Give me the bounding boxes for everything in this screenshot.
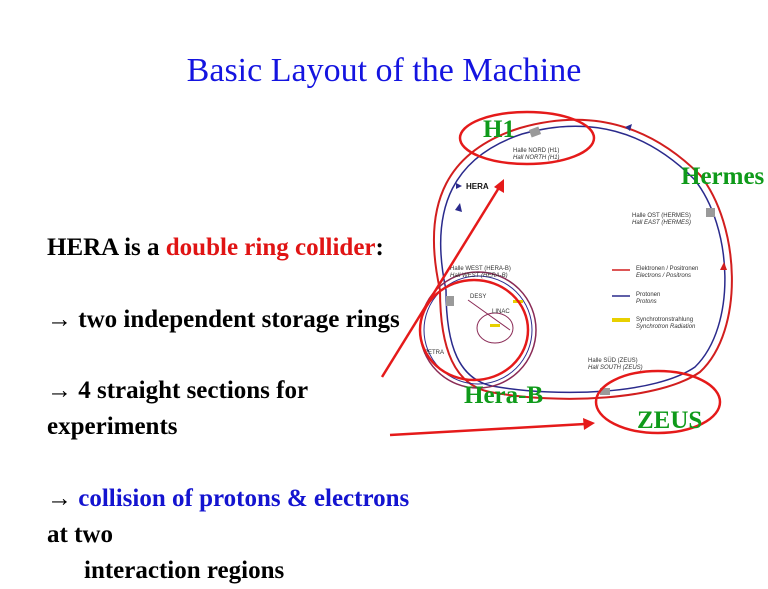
bullet-straight-sections-text: 4 straight sections for <box>78 377 309 404</box>
hall-east-label: Halle OST (HERMES) <box>632 213 691 219</box>
hera-electron-ring <box>432 118 733 400</box>
ring-label-arrow <box>456 183 462 189</box>
h1-pointer-arrowhead <box>494 179 504 193</box>
hermes-label: Hermes <box>681 163 765 190</box>
ring-label: HERA <box>466 182 489 191</box>
zeus-pointer-arrowhead <box>583 418 595 430</box>
bullet-collision-cont: at two <box>47 521 113 548</box>
linac-line <box>467 299 511 331</box>
bullet-storage-rings-text: two independent storage rings <box>78 306 400 333</box>
bullet-arrow: → <box>47 485 72 512</box>
slide-title: Basic Layout of the Machine <box>186 52 582 89</box>
legend-sync-swatch <box>612 318 630 322</box>
bullet-arrow: → <box>47 306 72 333</box>
bullet-straight-sections: → 4 straight sections for <box>47 373 308 409</box>
petra-label: PETRA <box>424 350 444 356</box>
hall-west-marker <box>446 296 454 306</box>
desy-ring <box>476 312 514 344</box>
legend-sync-en: Synchrotron Radiation <box>636 324 696 330</box>
legend-sync: Synchrotronstrahlung <box>636 317 693 323</box>
bullet-collision-highlight: collision of protons & electrons <box>78 485 410 512</box>
herab-label: Hera-B <box>464 382 544 409</box>
intro-line: HERA is a double ring collider: <box>47 230 384 266</box>
h1-callout-ellipse <box>458 110 596 166</box>
h1-pointer-arrow <box>380 185 502 378</box>
hall-east-marker <box>706 208 715 217</box>
hall-west-label-en: Hall WEST (HERA-B) <box>450 273 508 279</box>
hall-south-label-en: Hall SOUTH (ZEUS) <box>588 365 643 371</box>
bullet-storage-rings: → two independent storage rings <box>47 302 400 338</box>
linac-label: LINAC <box>492 309 510 315</box>
hall-south-label: Halle SÜD (ZEUS) <box>588 357 638 364</box>
legend-protons: Protonen <box>636 292 660 298</box>
intro-prefix: HERA is a <box>47 234 166 261</box>
zeus-label: ZEUS <box>637 407 703 434</box>
ring-direction-arrow <box>720 262 727 270</box>
petra-ring-inner <box>423 275 533 385</box>
ring-direction-arrow <box>455 203 462 212</box>
legend-electrons: Elektronen / Positronen <box>636 266 698 272</box>
legend-electrons-en: Electrons / Positrons <box>636 273 691 279</box>
hera-ring-diagram: HERA Halle NORD (H1) Hall NORTH (H1) Hal… <box>380 110 733 437</box>
hall-north-label: Halle NORD (H1) <box>513 148 559 154</box>
h1-label: H1 <box>483 116 515 143</box>
bullet-collision: → collision of protons & electrons <box>47 481 409 517</box>
hall-east-label-en: Hall EAST (HERMES) <box>632 220 691 226</box>
zeus-pointer-arrow <box>389 422 586 437</box>
sync-marker <box>490 324 500 327</box>
bullet-straight-sections-cont: experiments <box>47 413 178 440</box>
desy-label: DESY <box>470 294 486 300</box>
bullet-collision-cont2: interaction regions <box>84 557 285 584</box>
herab-callout-ellipse <box>418 278 530 382</box>
ring-direction-arrow <box>625 124 632 131</box>
bullet-arrow: → <box>47 377 72 404</box>
intro-suffix: : <box>375 234 384 261</box>
intro-highlight: double ring collider <box>165 234 376 261</box>
hall-north-label-en: Hall NORTH (H1) <box>513 155 560 161</box>
hall-north-marker <box>528 126 542 138</box>
hall-west-label: Halle WEST (HERA-B) <box>450 266 511 272</box>
hall-south-marker <box>600 388 610 395</box>
zeus-callout-ellipse <box>594 369 722 435</box>
legend-protons-en: Protons <box>636 299 657 305</box>
